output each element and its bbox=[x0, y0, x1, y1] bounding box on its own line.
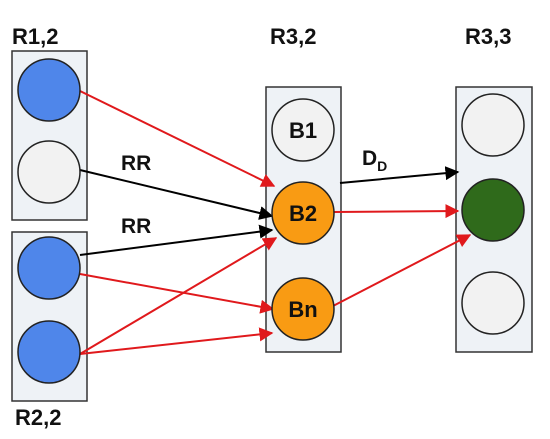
node-r33-top bbox=[461, 93, 525, 157]
edge-r12top-b2 bbox=[79, 90, 276, 187]
node-r33-bottom bbox=[461, 271, 525, 335]
group-label-r12: R1,2 bbox=[12, 24, 58, 49]
group-label-r33: R3,3 bbox=[465, 24, 511, 49]
group-label-r32: R3,2 bbox=[270, 24, 316, 49]
node-label-bn: Bn bbox=[288, 297, 317, 322]
edge-r22bot-b2 bbox=[79, 237, 278, 355]
edge-label-rr-lower: RR bbox=[121, 215, 151, 238]
node-bn bbox=[271, 277, 335, 341]
edge-r22bot-bn bbox=[79, 327, 274, 355]
node-b2 bbox=[271, 181, 335, 245]
edge-b2-r33mid bbox=[333, 204, 460, 219]
edge-label-rr-upper: RR bbox=[121, 152, 151, 175]
node-label-b1: B1 bbox=[289, 118, 317, 143]
edge-label-dd-sub: D bbox=[377, 158, 387, 174]
edge-label-dd: DD bbox=[362, 147, 387, 174]
node-r22-bottom bbox=[17, 320, 81, 384]
edge-r22top-b2 bbox=[79, 224, 274, 256]
edge-label-dd-main: D bbox=[362, 147, 377, 170]
group-label-r22: R2,2 bbox=[15, 405, 61, 430]
node-r33-middle bbox=[461, 178, 525, 242]
node-r12-bottom bbox=[17, 140, 81, 204]
node-b1 bbox=[271, 98, 335, 162]
node-label-b2: B2 bbox=[289, 201, 317, 226]
edge-r22top-bn bbox=[79, 273, 275, 314]
node-r12-top bbox=[17, 58, 81, 122]
node-r22-top bbox=[17, 236, 81, 300]
edge-b2-r33top bbox=[339, 166, 460, 184]
edge-r12bot-b2 bbox=[79, 169, 274, 220]
edge-bn-r33mid bbox=[332, 234, 472, 307]
